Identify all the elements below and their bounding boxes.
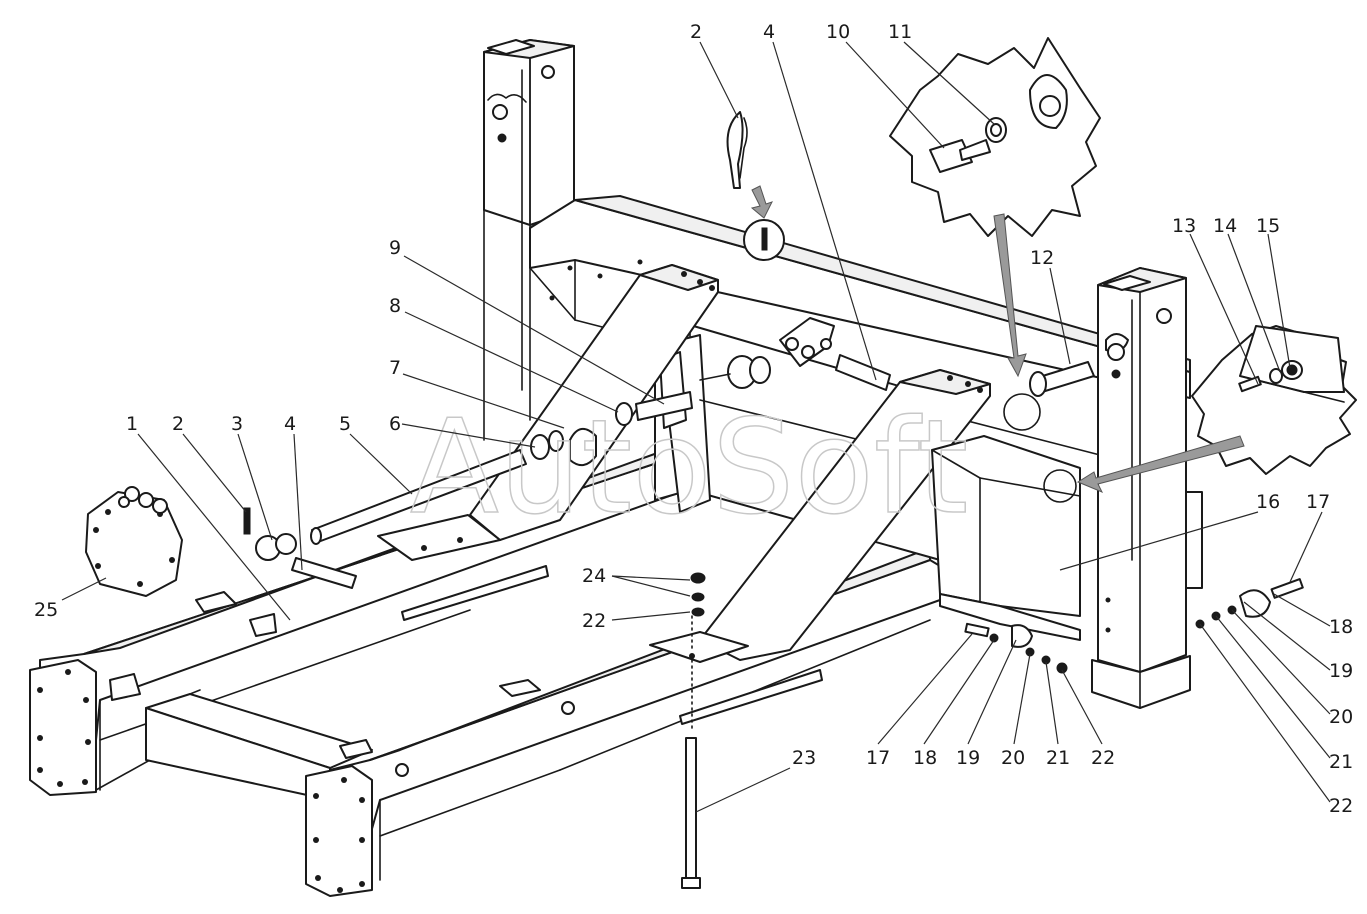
callout-22-lower: 22 xyxy=(1091,747,1115,769)
front-clevis-pin xyxy=(243,507,357,589)
rear-cross-beam xyxy=(529,195,1191,456)
callout-22-right: 22 xyxy=(1329,795,1353,817)
callout-12: 12 xyxy=(1030,247,1054,269)
detail-marker-circle-1 xyxy=(1003,393,1041,431)
callout-3: 3 xyxy=(231,413,243,435)
mount-plate-25 xyxy=(85,486,183,597)
detail-bubble-right xyxy=(1191,325,1357,475)
callout-17-lower: 17 xyxy=(866,747,890,769)
callout-14: 14 xyxy=(1213,215,1237,237)
callout-20-right: 20 xyxy=(1329,706,1353,728)
callout-22-center: 22 xyxy=(582,610,606,632)
callout-21-right: 21 xyxy=(1329,751,1353,773)
cotter-pin-detail xyxy=(726,111,785,261)
callout-15: 15 xyxy=(1256,215,1280,237)
upper-pin-4 xyxy=(779,317,891,391)
right-upright-post xyxy=(1091,267,1203,709)
callout-4-front: 4 xyxy=(284,413,296,435)
callout-18-lower: 18 xyxy=(913,747,937,769)
callout-13: 13 xyxy=(1172,215,1196,237)
callout-19-right: 19 xyxy=(1329,660,1353,682)
fastener-set-right xyxy=(1195,578,1304,629)
callout-21-lower: 21 xyxy=(1046,747,1070,769)
callout-17-right: 17 xyxy=(1306,491,1330,513)
callout-9: 9 xyxy=(389,237,401,259)
detail-marker-circle-2 xyxy=(1043,469,1077,503)
detail-bubble-top xyxy=(889,37,1101,237)
callout-2-top: 2 xyxy=(690,21,702,43)
callout-4-top: 4 xyxy=(763,21,775,43)
fastener-set-lower xyxy=(964,622,1068,674)
right-side-member xyxy=(329,547,941,881)
callout-20-lower: 20 xyxy=(1001,747,1025,769)
watermark: AutoSoft xyxy=(410,391,968,543)
right-diagonal-strut xyxy=(649,369,991,663)
callout-25: 25 xyxy=(34,599,58,621)
leader-lines xyxy=(61,41,1331,813)
callout-2-front: 2 xyxy=(172,413,184,435)
callout-23: 23 xyxy=(792,747,816,769)
axle-pin-5 xyxy=(310,428,597,545)
callout-1: 1 xyxy=(126,413,138,435)
callout-24: 24 xyxy=(582,565,606,587)
left-diagonal-strut xyxy=(377,264,719,561)
callout-7: 7 xyxy=(389,357,401,379)
housing-16 xyxy=(931,435,1081,641)
callout-8: 8 xyxy=(389,295,401,317)
inner-rails xyxy=(109,565,823,777)
callout-18-right: 18 xyxy=(1329,616,1353,638)
callout-10: 10 xyxy=(826,21,850,43)
right-end-plate xyxy=(305,765,373,897)
callout-16: 16 xyxy=(1256,491,1280,513)
pin-assembly-7-8-9 xyxy=(615,355,771,426)
left-end-plate xyxy=(29,659,97,796)
callout-11: 11 xyxy=(888,21,912,43)
callout-19-lower: 19 xyxy=(956,747,980,769)
pin-12 xyxy=(1029,333,1129,397)
front-cross-member xyxy=(145,689,373,801)
callout-6: 6 xyxy=(389,413,401,435)
bolt-23 xyxy=(681,572,706,889)
callout-5: 5 xyxy=(339,413,351,435)
left-upright-post xyxy=(483,39,575,441)
pointer-arrows xyxy=(750,185,1245,493)
callout-labels: 1 2 3 4 5 6 7 8 9 2 4 10 11 12 13 14 15 … xyxy=(34,21,1353,817)
